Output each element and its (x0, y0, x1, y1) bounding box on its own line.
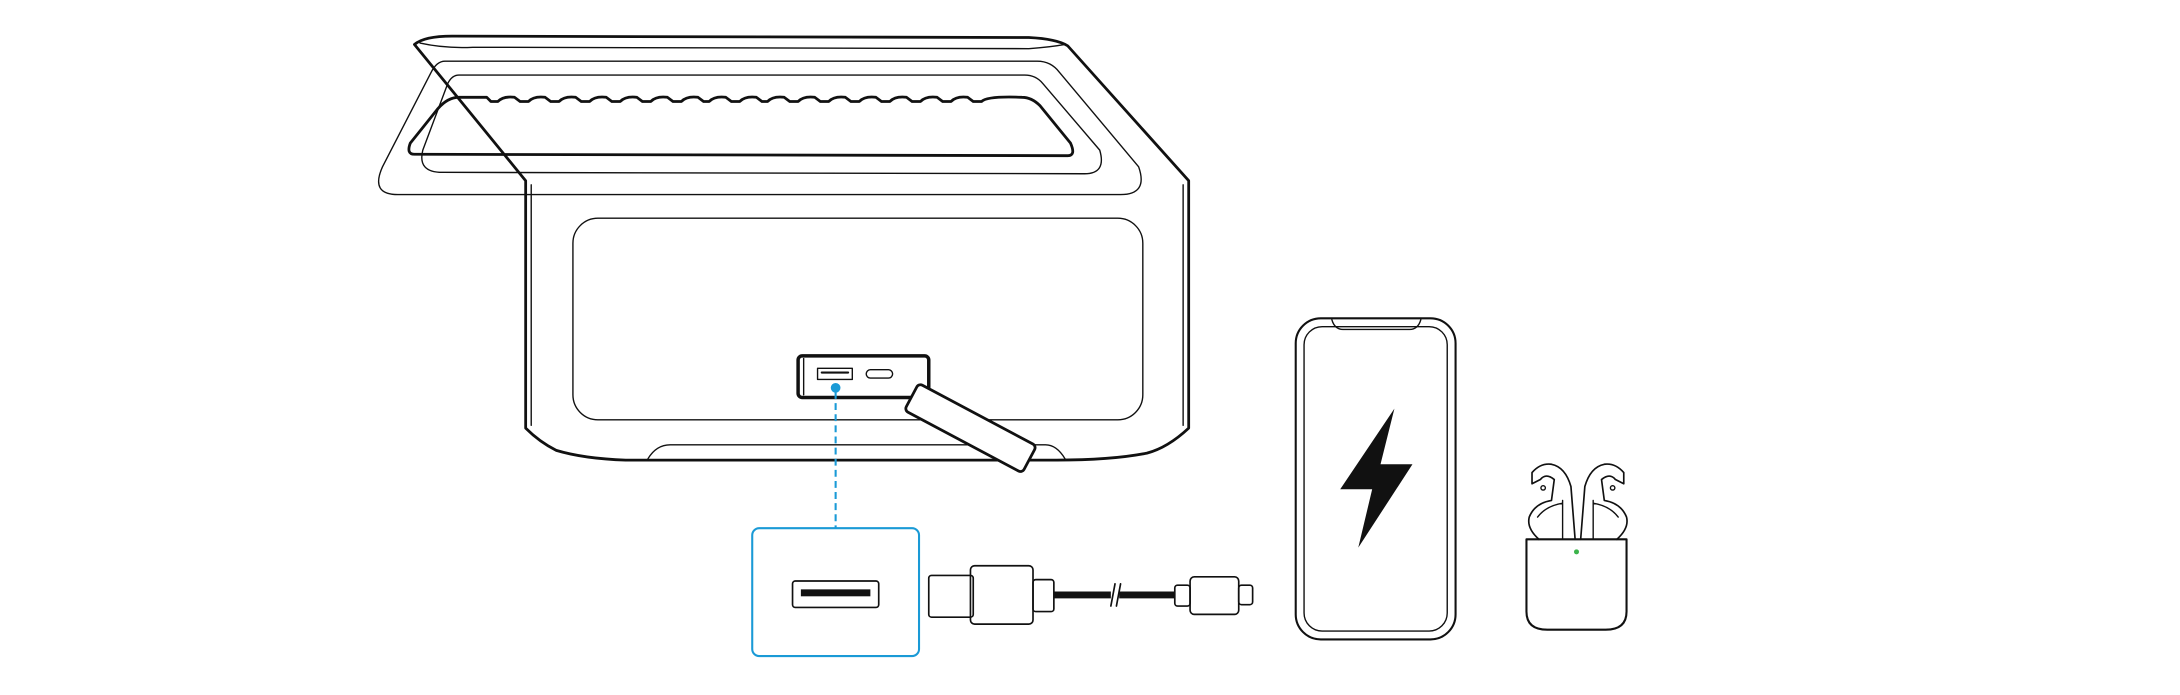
usb-cable-icon (927, 564, 1254, 625)
usb-a-port-callout (751, 382, 921, 658)
port-panel (796, 354, 931, 400)
earbuds-case-icon (1525, 463, 1628, 631)
port-cover-flap (904, 383, 1037, 473)
phone-icon (1294, 317, 1457, 641)
lightning-bolt-icon (1340, 408, 1413, 548)
usb-c-port-icon (865, 369, 894, 379)
speaker-icon (378, 34, 1191, 462)
usb-a-port-icon (816, 367, 854, 381)
charging-indicator-light (1573, 549, 1580, 555)
